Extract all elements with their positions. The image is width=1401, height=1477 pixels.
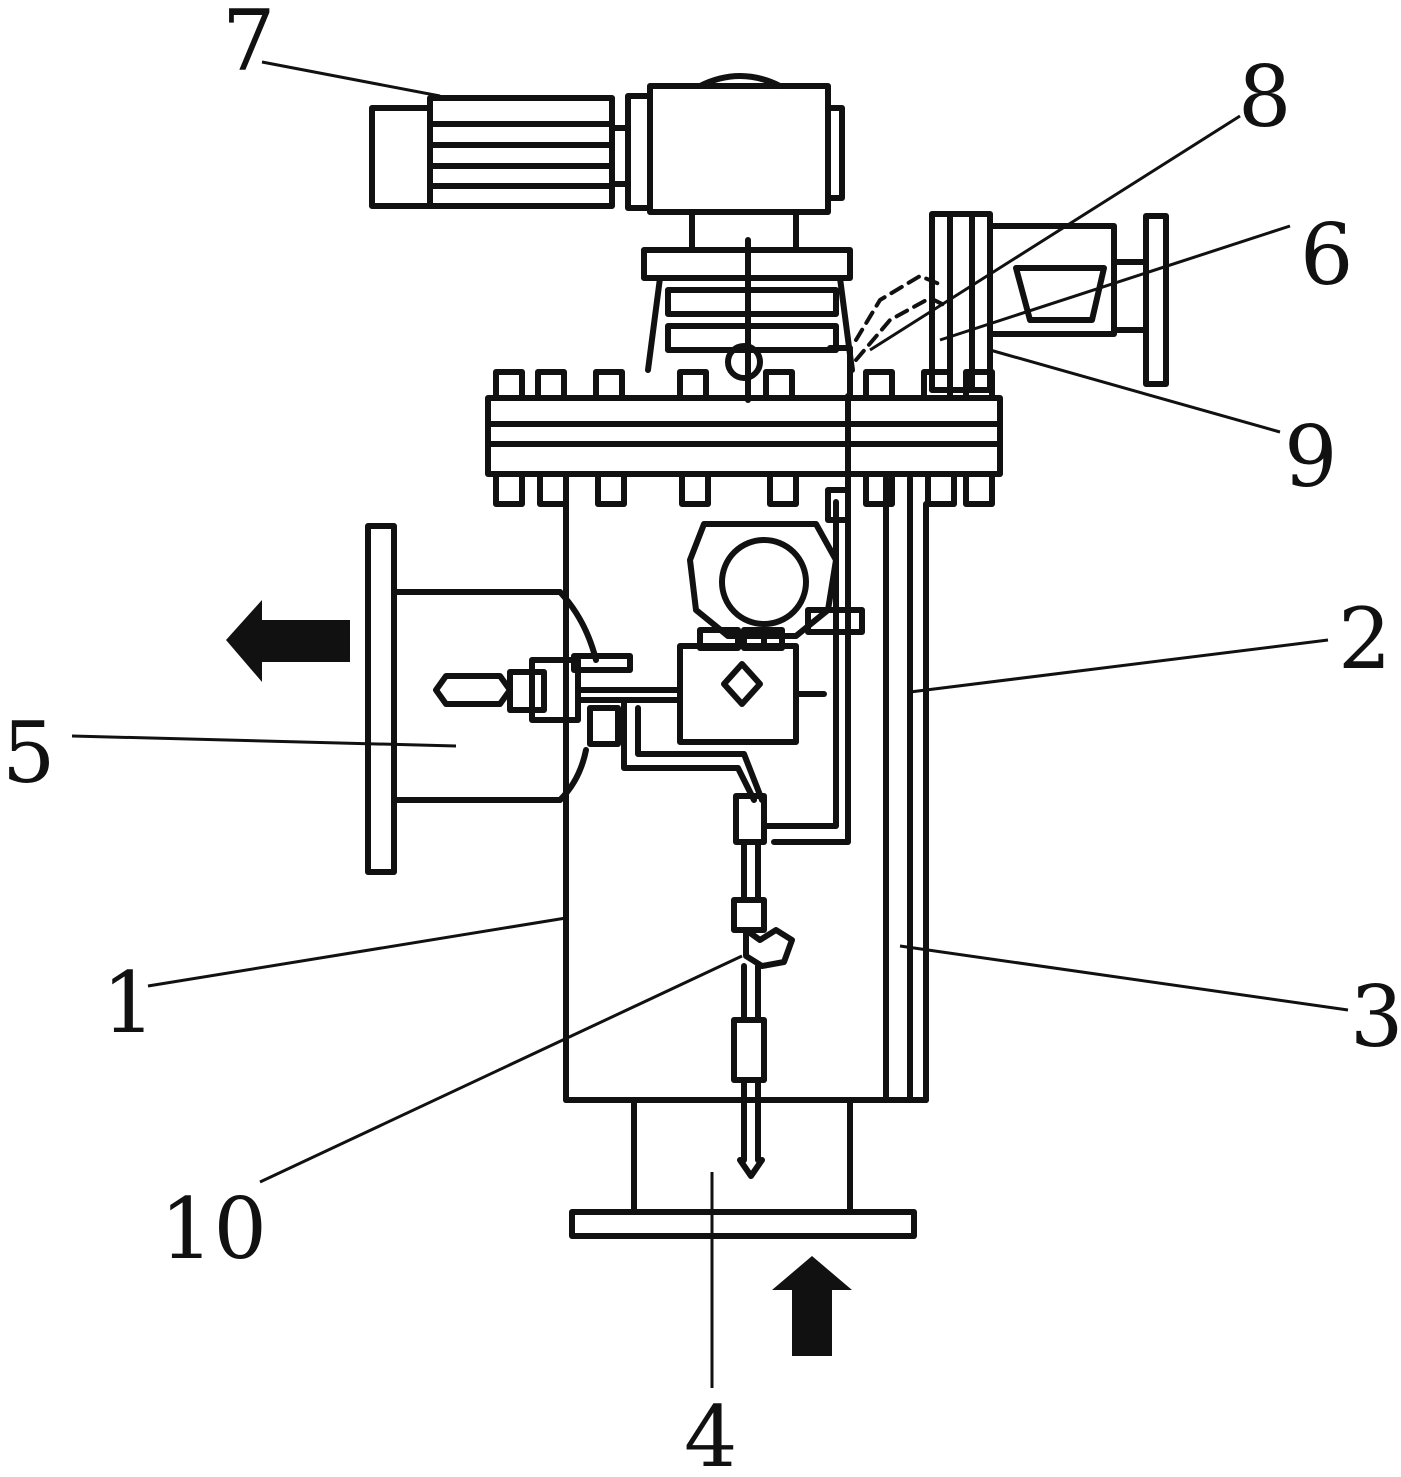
discharge-pipe bbox=[731, 793, 795, 1179]
solenoid-valve bbox=[433, 653, 683, 747]
leader-line-9 bbox=[989, 348, 1281, 434]
leader-line-10 bbox=[259, 954, 743, 1184]
gearbox bbox=[647, 73, 845, 253]
callout-8: 8 bbox=[1238, 48, 1291, 146]
callout-4: 4 bbox=[684, 1388, 737, 1472]
callout-7: 7 bbox=[222, 0, 275, 90]
dashed-hose bbox=[854, 274, 948, 362]
leader-line-6 bbox=[939, 224, 1291, 342]
outlet-pipe bbox=[365, 523, 599, 875]
leader-line-8 bbox=[869, 114, 1241, 352]
filter-housing bbox=[563, 475, 929, 1103]
top-flange bbox=[485, 369, 1003, 507]
control-tubing bbox=[621, 345, 853, 845]
callout-10: 10 bbox=[160, 1180, 267, 1278]
callout-2: 2 bbox=[1338, 590, 1391, 688]
callout-3: 3 bbox=[1350, 968, 1401, 1066]
callout-5: 5 bbox=[2, 704, 55, 802]
callout-1: 1 bbox=[102, 954, 155, 1052]
leader-line-5 bbox=[71, 734, 457, 748]
callout-9: 9 bbox=[1284, 408, 1337, 506]
leader-line-7 bbox=[261, 60, 441, 98]
motor bbox=[369, 93, 653, 211]
leader-line-1 bbox=[147, 916, 567, 988]
leader-line-2 bbox=[909, 638, 1329, 694]
inlet-arrow-icon bbox=[772, 1256, 852, 1356]
inlet-pipe bbox=[569, 1097, 917, 1239]
callout-6: 6 bbox=[1300, 206, 1353, 304]
leader-line-3 bbox=[899, 944, 1349, 1012]
outlet-arrow-icon bbox=[226, 600, 350, 682]
motor-bracket bbox=[641, 237, 855, 403]
drain-valve bbox=[929, 211, 1169, 393]
